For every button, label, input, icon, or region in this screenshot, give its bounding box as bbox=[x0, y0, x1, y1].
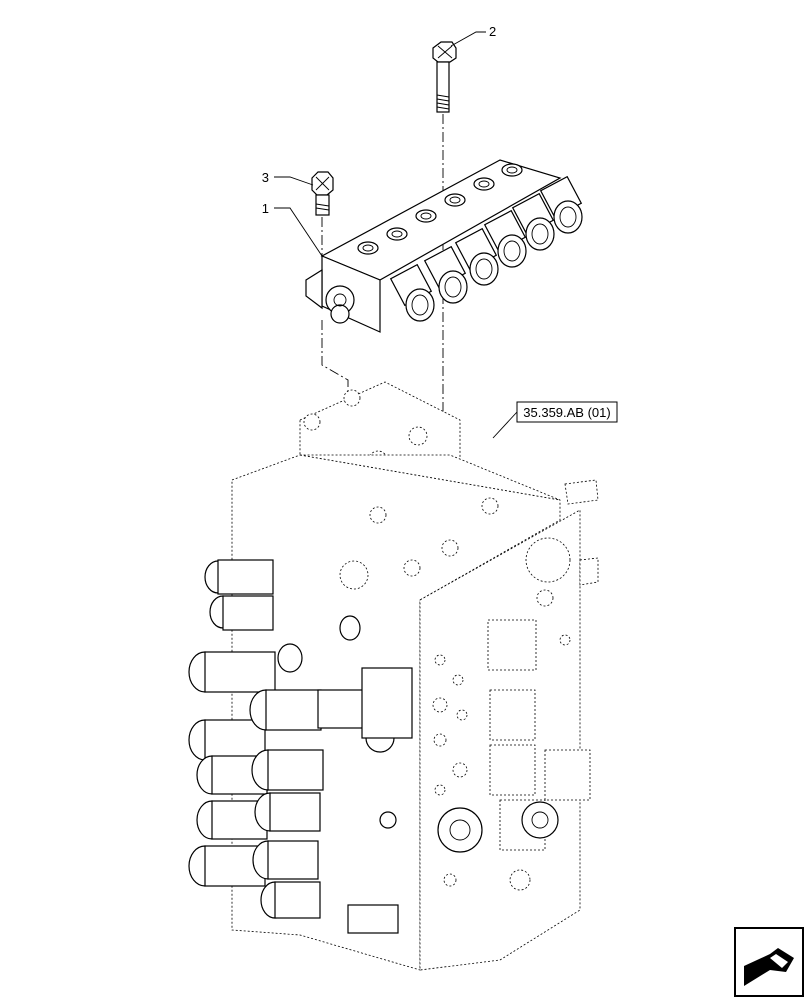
callout-2-label: 2 bbox=[489, 24, 496, 39]
callout-2-leader bbox=[450, 31, 486, 47]
callout-3-label: 3 bbox=[262, 170, 269, 185]
right-face-fittings bbox=[317, 619, 591, 934]
callout-1-leader bbox=[274, 207, 323, 257]
callout-3-leader bbox=[274, 176, 314, 186]
right-face-holes bbox=[432, 634, 571, 891]
reference-box-text: 35.359.AB (01) bbox=[523, 405, 610, 420]
reference-box[interactable]: 35.359.AB (01) bbox=[516, 401, 618, 423]
reference-box-leader bbox=[492, 411, 518, 439]
bolt-part-3 bbox=[311, 171, 334, 216]
solenoid-manifold-part-1 bbox=[305, 159, 583, 333]
manifold-ports bbox=[357, 163, 523, 255]
solenoid-coils bbox=[389, 175, 583, 322]
callout-1-label: 1 bbox=[262, 201, 269, 216]
bolt-part-2 bbox=[432, 41, 457, 113]
bolt-3-centerline-lower bbox=[321, 320, 349, 540]
control-valve-block-reference bbox=[188, 381, 599, 971]
next-page-arrow-icon[interactable] bbox=[734, 927, 804, 997]
left-spool-caps bbox=[188, 559, 361, 919]
